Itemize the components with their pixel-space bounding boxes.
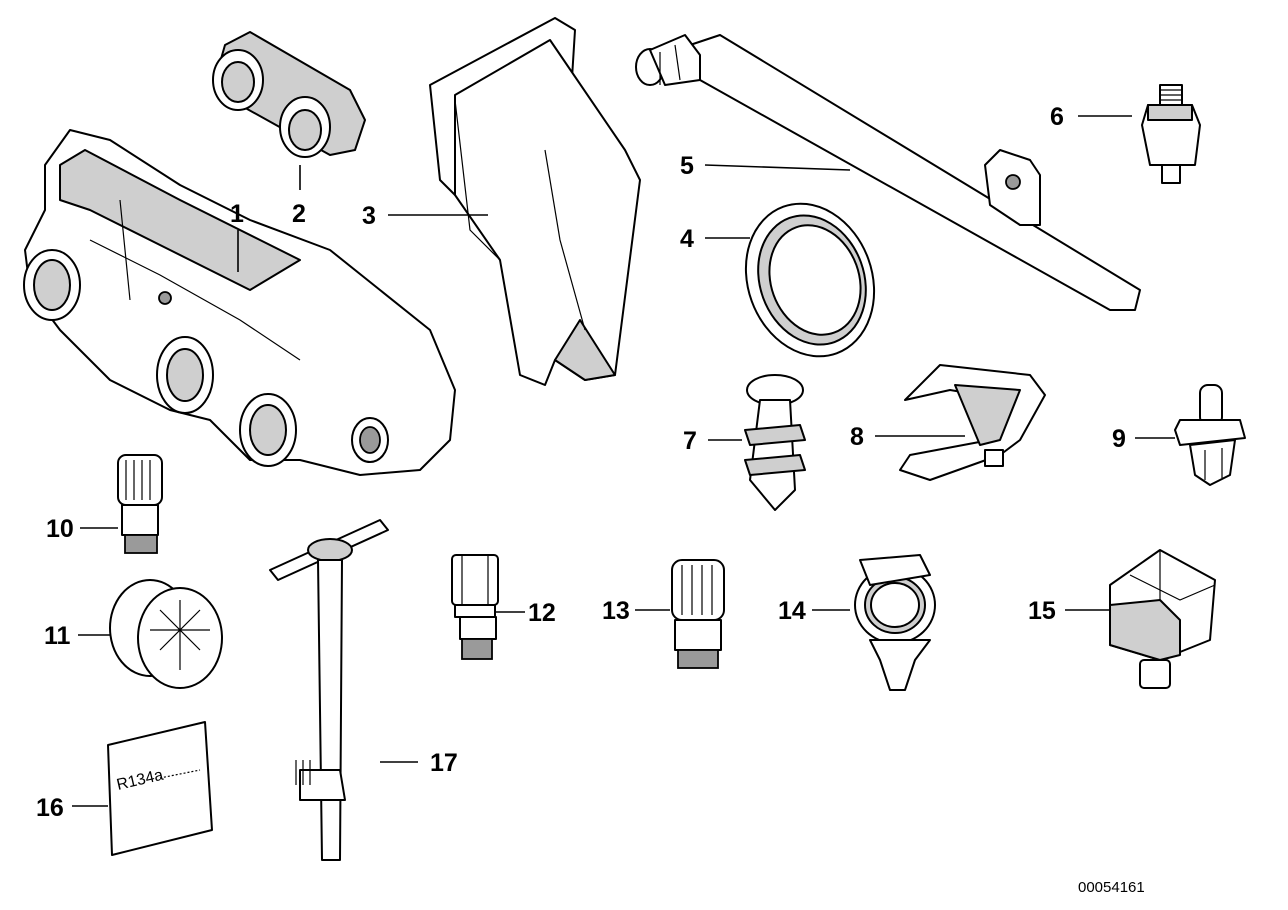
callout-2: 2	[292, 200, 306, 228]
part-9-push-rivet	[1174, 384, 1246, 486]
part-12-service-valve	[451, 554, 499, 660]
part-8-clip-bracket	[899, 364, 1046, 481]
part-4-seal-ring	[744, 202, 876, 358]
part-16-refrigerant-label: R134a	[107, 721, 213, 856]
callout-17: 17	[430, 749, 458, 777]
part-5-hose	[635, 34, 1141, 311]
callout-12: 12	[528, 599, 556, 627]
callout-14: 14	[778, 597, 806, 625]
part-2-double-grommet	[212, 31, 366, 158]
part-7-expanding-clip	[744, 374, 806, 511]
callout-6: 6	[1050, 103, 1064, 131]
callout-labels: 1 2 3 4 5 6 7 8 9 10 11 12 13 14 15 16 1…	[36, 103, 1126, 822]
callout-13: 13	[602, 597, 630, 625]
document-number: 00054161	[1078, 879, 1145, 896]
part-10-valve-cap	[117, 454, 163, 554]
part-6-rubber-mount	[1141, 84, 1201, 184]
callout-15: 15	[1028, 597, 1056, 625]
callout-4: 4	[680, 225, 694, 253]
part-3-air-duct	[429, 17, 641, 386]
callout-9: 9	[1112, 425, 1126, 453]
callout-5: 5	[680, 152, 694, 180]
callout-7: 7	[683, 427, 697, 455]
part-15-clip-holder	[1109, 549, 1216, 689]
part-14-hose-clamp	[854, 554, 936, 691]
callout-3: 3	[362, 202, 376, 230]
part-17-drain-pipe	[269, 519, 389, 861]
callout-16: 16	[36, 794, 64, 822]
part-13-valve-cap	[671, 559, 725, 669]
callout-10: 10	[46, 515, 74, 543]
callout-1: 1	[230, 200, 244, 228]
part-1-heater-housing	[23, 129, 456, 476]
callout-8: 8	[850, 423, 864, 451]
part-11-slotted-grommet	[109, 579, 223, 689]
callout-11: 11	[44, 622, 71, 650]
leader-lines	[72, 115, 1175, 807]
